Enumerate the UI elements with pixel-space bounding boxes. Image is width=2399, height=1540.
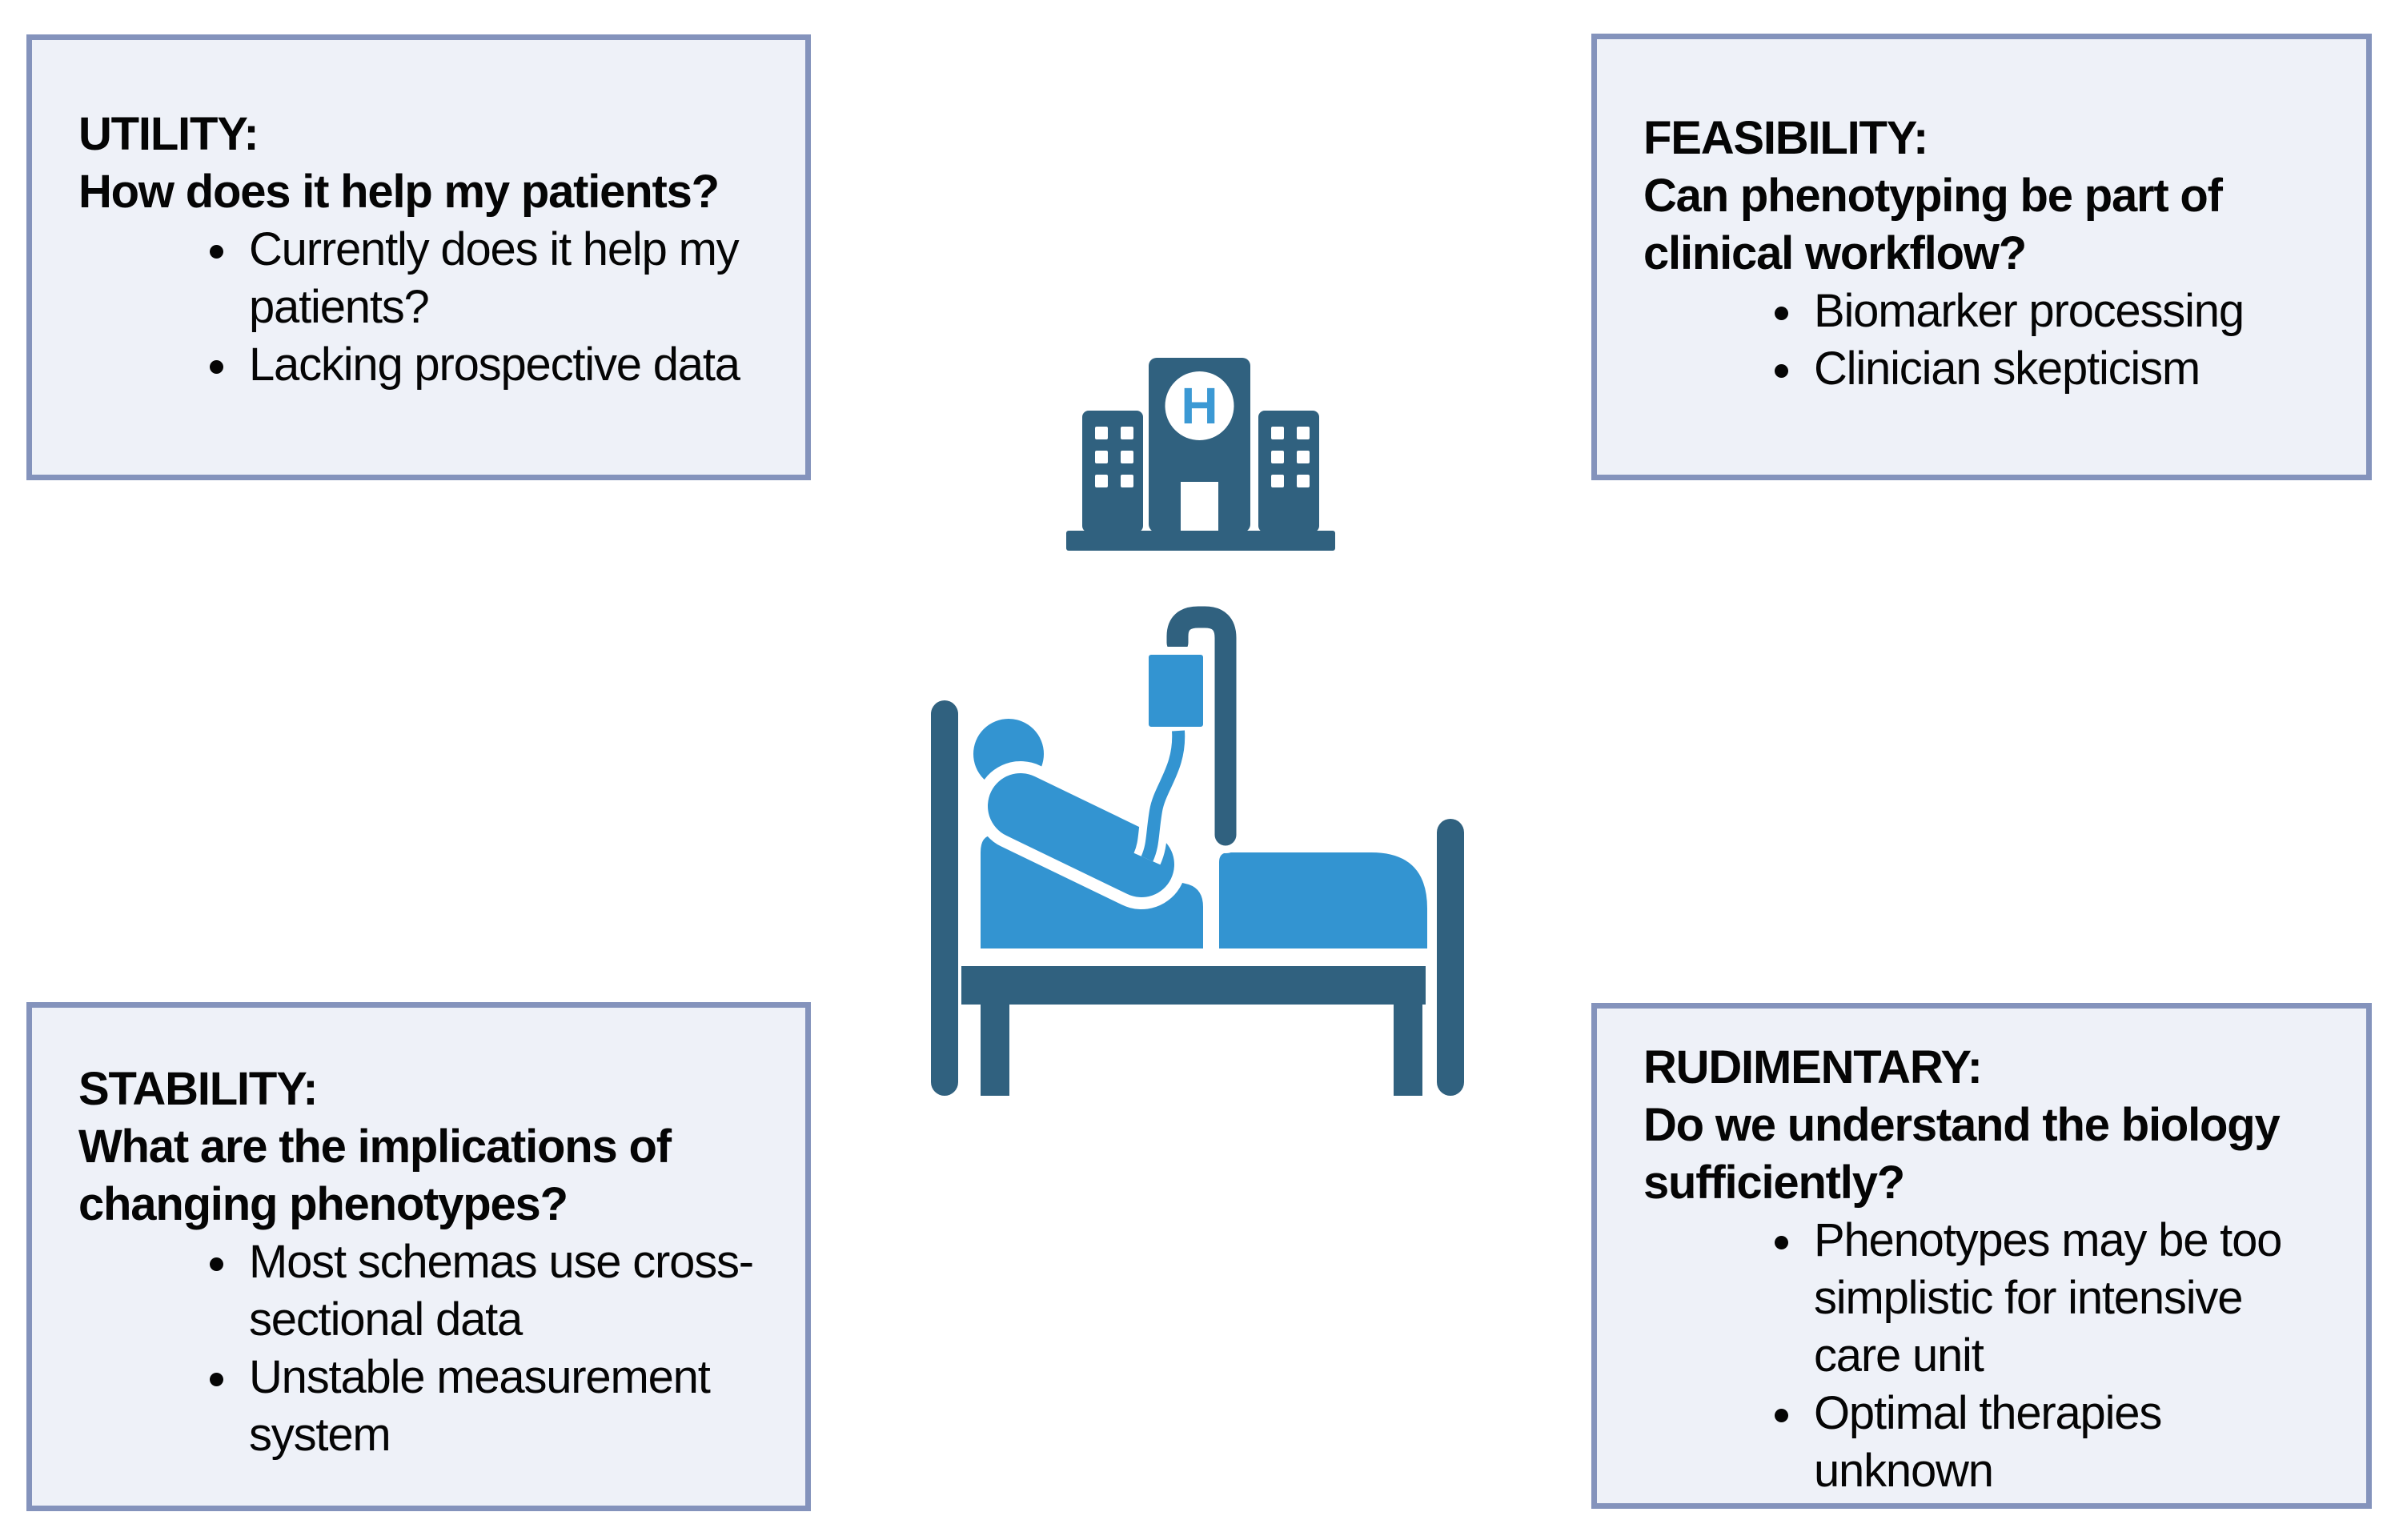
box-title: UTILITY: (78, 108, 259, 160)
hospital-icon: H (1066, 358, 1335, 551)
bullet-item: Biomarker processing (1807, 283, 2331, 340)
bullet-item: Optimal therapies unknown (1807, 1385, 2331, 1500)
box-question: Do we understand the biology sufficientl… (1643, 1099, 2281, 1209)
hospital-h-circle (1165, 371, 1234, 440)
bed-post-left (931, 700, 958, 1096)
bullet-item: Unstable measurement system (243, 1349, 770, 1464)
iv-tube-shape (1141, 730, 1185, 862)
bullet-item: Clinician skepticism (1807, 340, 2331, 398)
box-question: Can phenotyping be part of clinical work… (1643, 170, 2223, 279)
bullet-list: Most schemas use cross-sectional dataUns… (78, 1233, 770, 1464)
bed-rail (961, 966, 1426, 1005)
box-question: How does it help my patients? (78, 166, 720, 218)
feasibility-box: FEASIBILITY: Can phenotyping be part of … (1591, 34, 2372, 480)
box-title: RUDIMENTARY: (1643, 1041, 1983, 1093)
bullet-list: Currently does it help my patients?Lacki… (78, 221, 770, 394)
iv-pole-shape (1166, 606, 1237, 846)
hospital-door (1181, 482, 1218, 531)
bullet-item: Currently does it help my patients? (243, 221, 770, 336)
bed-frame-group (931, 700, 1464, 1096)
patient-in-bed-icon (931, 604, 1464, 1096)
rudimentary-box: RUDIMENTARY: Do we understand the biolog… (1591, 1003, 2372, 1509)
bullet-item: Phenotypes may be too simplistic for int… (1807, 1212, 2331, 1385)
iv-bag-shape (1141, 647, 1211, 735)
bullet-item: Most schemas use cross-sectional data (243, 1233, 770, 1349)
box-question: What are the implications of changing ph… (78, 1121, 672, 1230)
box-title: STABILITY: (78, 1063, 319, 1115)
box-title: FEASIBILITY: (1643, 112, 1928, 164)
utility-box: UTILITY: How does it help my patients? C… (26, 34, 811, 480)
hospital-windows (1095, 427, 1310, 487)
hospital-base (1066, 531, 1335, 551)
bullet-list: Phenotypes may be too simplistic for int… (1643, 1212, 2331, 1500)
hospital-h-letter: H (1181, 377, 1218, 435)
patient-shape-group (964, 709, 1427, 948)
patient-body-shape (981, 835, 1203, 948)
iv-drip-group (1133, 604, 1244, 865)
bullet-item: Lacking prospective data (243, 336, 770, 394)
blanket-shape (1219, 852, 1427, 948)
patient-arm (988, 773, 1174, 897)
stability-box: STABILITY: What are the implications of … (26, 1002, 811, 1511)
bed-leg-left (981, 989, 1009, 1096)
bed-leg-right (1394, 989, 1422, 1096)
bullet-list: Biomarker processingClinician skepticism (1643, 283, 2331, 398)
bed-post-right (1437, 819, 1464, 1096)
